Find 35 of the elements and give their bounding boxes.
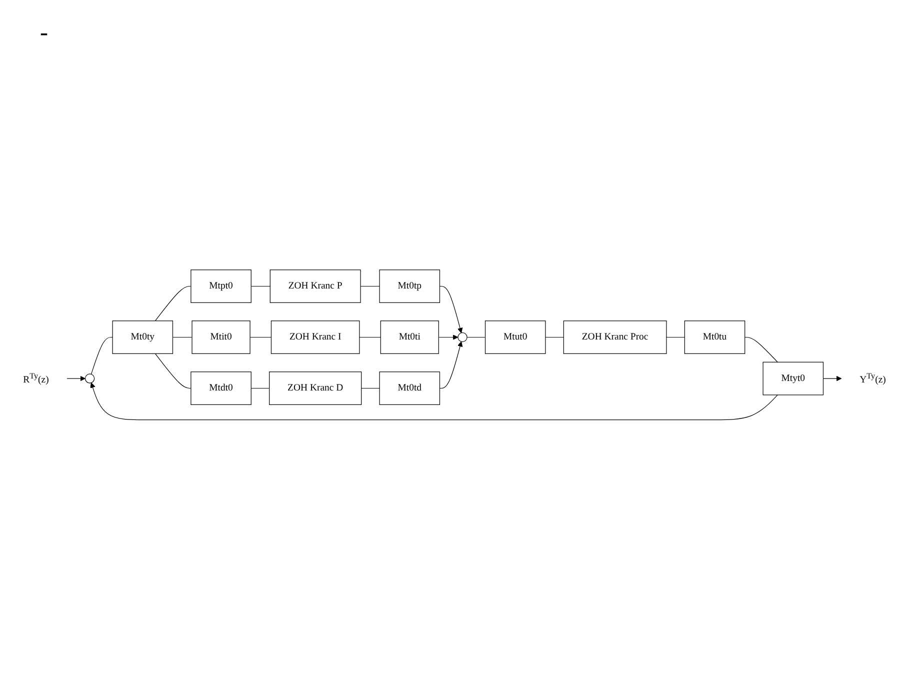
- node-box: ZOH Kranc Proc: [563, 320, 667, 354]
- connector: [172, 336, 192, 338]
- node-box: Mt0tu: [684, 320, 746, 354]
- connector: [90, 336, 113, 374]
- node-box: Mt0ty: [112, 320, 174, 354]
- node-box: ZOH Kranc I: [270, 320, 360, 354]
- node-circle: [458, 332, 468, 342]
- node-box: Mtdt0: [190, 371, 252, 405]
- connector: [154, 353, 192, 388]
- node-box: Mtpt0: [190, 269, 252, 303]
- arrow: [90, 382, 778, 420]
- connector: [744, 336, 778, 362]
- connector: [250, 336, 272, 338]
- node-box: ZOH Kranc D: [269, 371, 362, 405]
- arrow: [438, 334, 458, 340]
- connector: [545, 336, 564, 338]
- node-box: Mt0td: [379, 371, 440, 405]
- node-box: Mtut0: [484, 320, 546, 354]
- node-circle: [84, 373, 95, 384]
- arrow: [439, 341, 463, 388]
- node-box: Mtit0: [192, 320, 250, 354]
- connector: [359, 336, 381, 338]
- connector: [466, 336, 486, 338]
- connector: [154, 286, 192, 321]
- sign-label: -: [40, 20, 48, 46]
- node-text: Y$^{Ty}$(z): [860, 370, 886, 384]
- node-box: ZOH Kranc P: [270, 269, 361, 303]
- node-box: Mt0tp: [379, 269, 440, 303]
- arrow: [439, 286, 463, 333]
- node-text: R$^{Ty}$(z): [23, 370, 49, 384]
- node-box: Mtyt0: [762, 362, 824, 395]
- arrow: [66, 376, 86, 381]
- connector: [666, 336, 685, 338]
- arrow: [822, 376, 842, 381]
- node-box: Mt0ti: [380, 320, 439, 354]
